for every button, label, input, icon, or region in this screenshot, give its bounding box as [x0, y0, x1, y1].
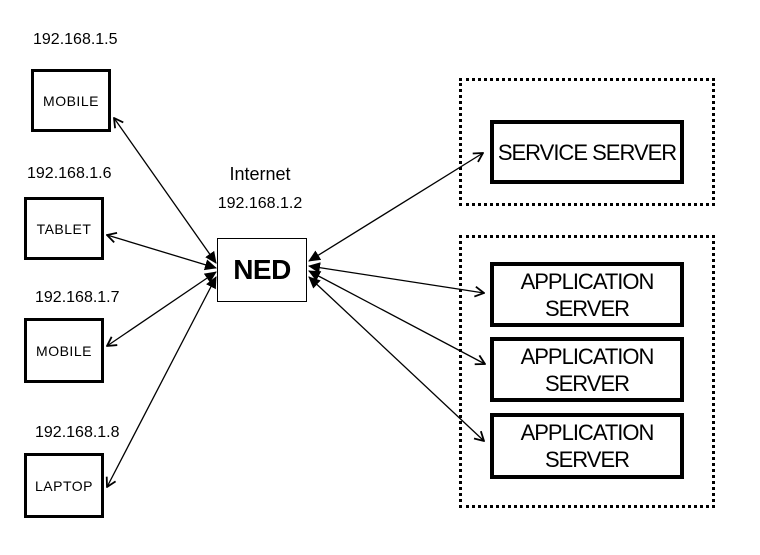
internet-ip-label: 192.168.1.2 [217, 195, 303, 212]
arrow-laptop-ned [107, 277, 217, 487]
application-server-label: APPLICATION SERVER [520, 420, 655, 472]
arrow-ned-app-server-1 [309, 266, 484, 293]
application-server-label: APPLICATION SERVER [520, 343, 655, 396]
device-label: TABLET [36, 220, 92, 237]
device-label: LAPTOP [35, 477, 93, 494]
device-box-mobile-2: MOBILE [24, 318, 104, 383]
arrow-ned-app-server-2 [309, 270, 485, 364]
device-box-laptop: LAPTOP [24, 453, 104, 518]
device-ip-label: 192.168.1.6 [27, 165, 112, 182]
arrow-ned-service-server [309, 153, 483, 262]
application-server-box-3: APPLICATION SERVER [490, 413, 684, 479]
application-server-label: APPLICATION SERVER [520, 268, 655, 321]
device-box-tablet: TABLET [24, 197, 104, 260]
device-label: MOBILE [43, 92, 99, 109]
arrow-ned-app-server-3 [309, 277, 484, 441]
device-ip-label: 192.168.1.7 [35, 289, 120, 306]
device-label: MOBILE [36, 342, 92, 359]
service-server-box: SERVICE SERVER [490, 120, 684, 184]
device-ip-label: 192.168.1.5 [33, 31, 118, 48]
device-ip-label: 192.168.1.8 [35, 424, 120, 441]
service-server-group [459, 78, 715, 206]
device-box-mobile-1: MOBILE [31, 69, 111, 132]
ned-box: NED [217, 238, 307, 302]
arrow-tablet-ned [107, 235, 216, 268]
ned-label: NED [233, 254, 291, 285]
application-server-box-2: APPLICATION SERVER [490, 337, 684, 402]
service-server-label: SERVICE SERVER [497, 139, 677, 165]
application-server-box-1: APPLICATION SERVER [490, 262, 684, 327]
internet-label: Internet [229, 164, 291, 184]
